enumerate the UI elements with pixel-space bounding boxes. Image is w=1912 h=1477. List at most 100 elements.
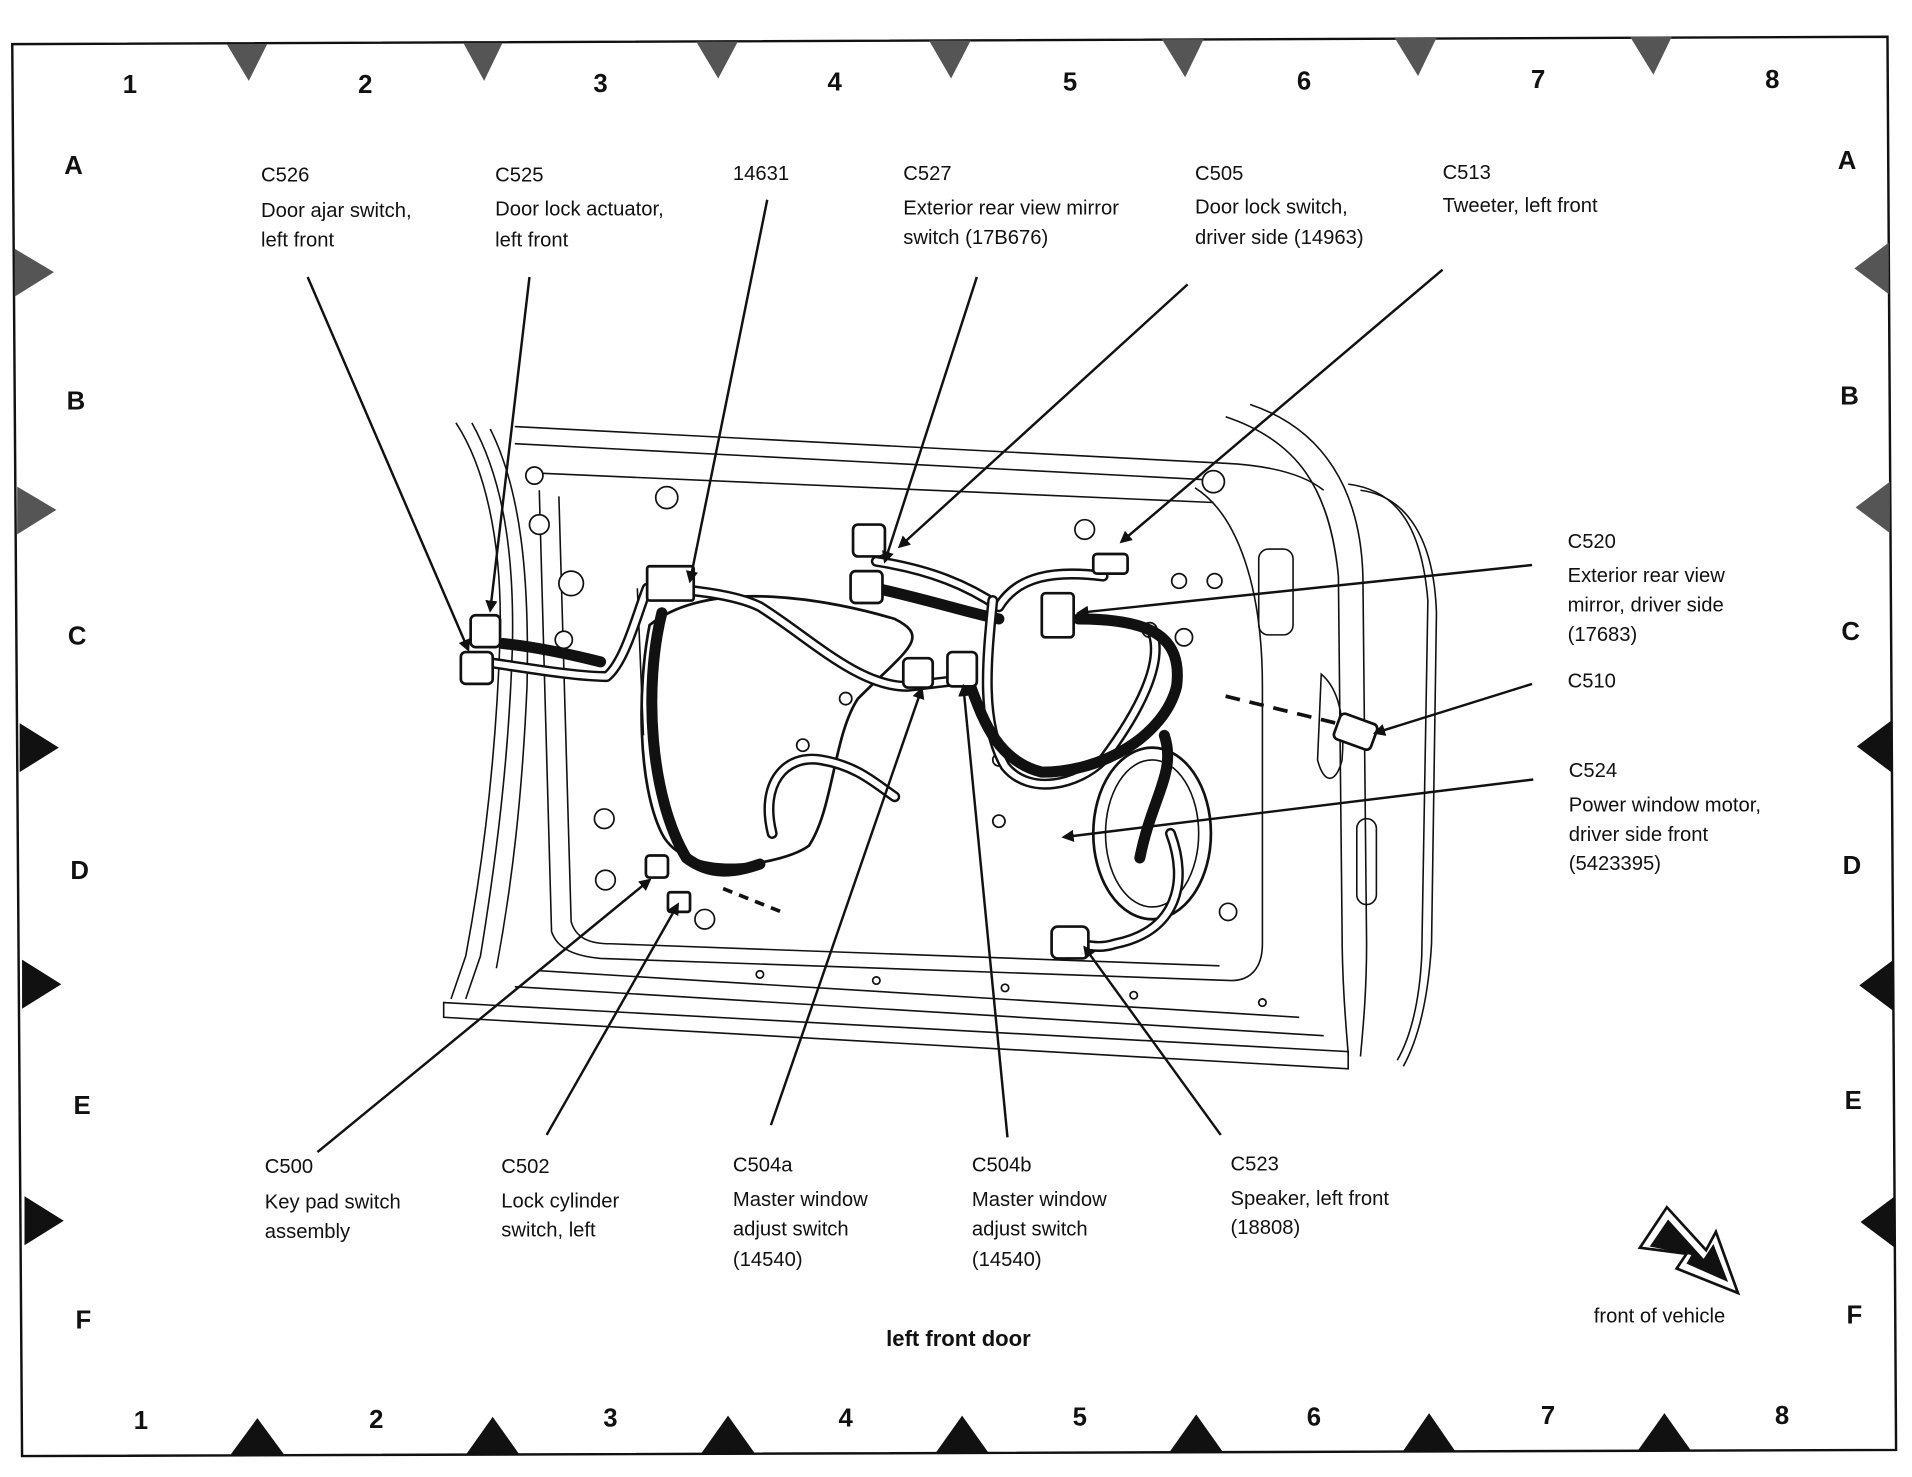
wiring-harness xyxy=(873,558,1107,610)
callout-leaders xyxy=(306,199,1534,1154)
column-label: 8 xyxy=(1765,66,1779,94)
latch-edge xyxy=(1225,415,1349,1055)
mount-hole xyxy=(554,630,574,650)
connector-id: C526 xyxy=(261,164,309,186)
leader-c502 xyxy=(545,902,679,1136)
grid-marker-top xyxy=(1161,39,1204,78)
callout-c525: C525 Door lock actuator, left front xyxy=(495,164,664,251)
grid-marker-bottom xyxy=(701,1415,755,1454)
connector-c526 xyxy=(459,650,495,686)
right-row-labels: A B C D E F xyxy=(1838,147,1863,1330)
mount-hole xyxy=(991,814,1006,829)
connector-description: adjust switch xyxy=(733,1218,849,1240)
connector-description: Exterior rear view mirror xyxy=(903,197,1119,219)
connector-c513 xyxy=(1091,552,1129,575)
mount-hole xyxy=(1218,902,1238,922)
door-top-rail xyxy=(536,472,1214,504)
door-top-rail xyxy=(514,442,1220,482)
grid-marker-right xyxy=(1860,1196,1895,1248)
callout-c504b: C504b Master window adjust switch (14540… xyxy=(972,1155,1107,1271)
callout-c520: C520 Exterior rear view mirror, driver s… xyxy=(1568,531,1726,646)
leader-c510 xyxy=(1372,682,1533,736)
grid-marker-top xyxy=(696,41,738,79)
diagram-title: left front door xyxy=(886,1326,1031,1351)
grid-marker-bottom xyxy=(1637,1413,1692,1452)
connector-c523 xyxy=(1050,925,1090,960)
connector-description: switch, left xyxy=(501,1220,596,1242)
row-label: D xyxy=(70,857,89,885)
leader-c527 xyxy=(882,276,979,564)
mount-hole xyxy=(594,869,617,891)
inner-panel xyxy=(558,496,1220,967)
leader-c513 xyxy=(1119,268,1444,544)
column-label: 1 xyxy=(123,71,137,99)
latch-edge xyxy=(1360,489,1438,1067)
connector-description: Key pad switch xyxy=(265,1191,401,1213)
grid-marker-bottom xyxy=(1169,1414,1224,1453)
column-label: 4 xyxy=(828,69,843,97)
grid-marker-left xyxy=(14,248,54,297)
connector-description: assembly xyxy=(265,1221,351,1243)
connector-id: C504b xyxy=(972,1155,1032,1177)
wiring-harness xyxy=(984,597,1159,788)
latch-slot xyxy=(1355,817,1378,906)
door-outline xyxy=(464,422,514,1000)
connector-description: Lock cylinder xyxy=(501,1190,619,1212)
connector-14631 xyxy=(645,564,696,602)
connector-description: Power window motor, xyxy=(1569,794,1761,816)
leader-c524 xyxy=(1061,778,1534,843)
column-label: 4 xyxy=(839,1405,854,1433)
connector-c504a xyxy=(901,656,935,689)
front-of-vehicle-label: front of vehicle xyxy=(1594,1305,1725,1327)
door-sill xyxy=(442,1001,1350,1070)
door-sill xyxy=(539,969,1300,1019)
grid-marker-left xyxy=(17,486,57,535)
grid-marker-left xyxy=(19,723,59,773)
row-label: E xyxy=(1845,1087,1862,1115)
speaker-opening xyxy=(1091,746,1213,921)
callout-c502: C502 Lock cylinder switch, left xyxy=(501,1156,619,1242)
leader-c525 xyxy=(485,276,531,613)
grid-marker-bottom xyxy=(465,1416,520,1455)
speaker-opening-inner xyxy=(1104,759,1200,908)
mount-hole xyxy=(558,570,585,597)
connector-c510 xyxy=(1332,712,1379,752)
inner-panel xyxy=(538,487,1264,982)
grid-marker-bottom xyxy=(1402,1413,1457,1453)
wire-to-c510 xyxy=(1225,694,1337,725)
grid-marker-top xyxy=(1630,36,1672,75)
callout-c526: C526 Door ajar switch, left front xyxy=(261,164,412,251)
connector-id: C513 xyxy=(1443,162,1491,184)
leader-14631 xyxy=(685,199,769,584)
connector-id: C504a xyxy=(733,1155,793,1177)
mount-hole xyxy=(593,808,615,830)
connector-description: Exterior rear view xyxy=(1568,565,1726,587)
top-column-labels: 1 2 3 4 5 6 7 8 xyxy=(123,66,1780,99)
mount-hole xyxy=(1174,627,1194,647)
top-grid-markers xyxy=(226,36,1672,81)
latch-bracket xyxy=(1316,672,1344,780)
connector-description: Door lock switch, xyxy=(1195,196,1348,218)
row-label: B xyxy=(67,387,86,415)
callout-c513: C513 Tweeter, left front xyxy=(1443,162,1598,217)
connector-id: C520 xyxy=(1568,531,1616,553)
column-label: 8 xyxy=(1775,1402,1789,1430)
connector-description: (17683) xyxy=(1568,624,1638,646)
column-label: 7 xyxy=(1541,1402,1555,1430)
connector-id: C523 xyxy=(1231,1153,1279,1175)
connector-id: 14631 xyxy=(733,163,789,185)
connector-c505 xyxy=(849,569,884,605)
leader-c526 xyxy=(306,276,470,652)
column-label: 3 xyxy=(593,70,607,98)
connector-description: (14540) xyxy=(972,1249,1042,1271)
connector-description: Door lock actuator, xyxy=(495,199,664,221)
leader-c505 xyxy=(897,283,1189,549)
door-sill xyxy=(514,985,1324,1037)
connector-description: Tweeter, left front xyxy=(1443,195,1598,217)
connector-c500 xyxy=(644,854,670,879)
left-row-labels: A B C D E F xyxy=(64,152,91,1335)
left-grid-markers xyxy=(14,248,64,1246)
connector-description: Master window xyxy=(733,1189,868,1211)
